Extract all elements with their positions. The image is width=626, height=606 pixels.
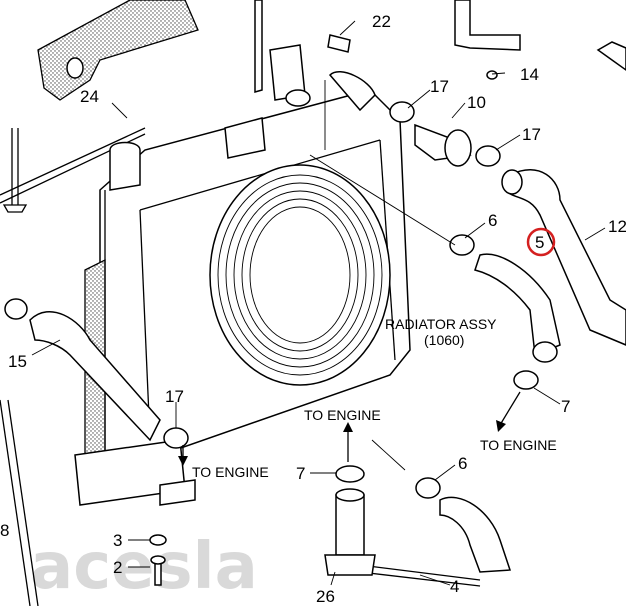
part-label-17: 17 [430, 77, 449, 96]
part-label-5: 5 [535, 233, 544, 252]
highlight-circle [526, 227, 556, 257]
radiator-assy-code: (1060) [424, 332, 464, 348]
hose-4 [359, 477, 512, 587]
part-label-10: 10 [467, 93, 486, 112]
part-label-7: 7 [296, 464, 305, 483]
part-label-26: 26 [316, 587, 335, 606]
part-label-6: 6 [458, 454, 467, 473]
pillar-8 [0, 399, 39, 606]
part-label-17: 17 [165, 387, 184, 406]
part-label-6: 6 [488, 211, 497, 230]
bolt-22-nut-14 [327, 0, 521, 80]
pipe-26 [324, 465, 376, 576]
to-engine-label: TO ENGINE [304, 407, 381, 423]
part-label-22: 22 [372, 12, 391, 31]
bolt-2-3 [149, 534, 167, 586]
part-label-2: 2 [113, 558, 122, 577]
part-label-24: 24 [80, 87, 99, 106]
hose-10 [414, 123, 472, 167]
to-engine-label: TO ENGINE [192, 464, 269, 480]
part-label-8: 8 [0, 521, 9, 540]
part-label-12: 12 [608, 217, 626, 236]
clamp-7-right [513, 370, 539, 390]
leader-lines [31, 20, 606, 586]
radiator-assy-label: RADIATOR ASSY [385, 316, 497, 332]
part-label-17: 17 [522, 125, 541, 144]
hose-5 [449, 234, 561, 363]
to-engine-label: TO ENGINE [480, 437, 557, 453]
part-label-3: 3 [113, 531, 122, 550]
part-label-7: 7 [561, 397, 570, 416]
radiator-body [74, 0, 411, 506]
clamp-17-top [389, 101, 501, 167]
part-label-4: 4 [450, 577, 459, 596]
frame-bracket [37, 0, 199, 101]
hose-12 [501, 41, 626, 346]
part-label-15: 15 [8, 352, 27, 371]
hose-15 [4, 298, 189, 449]
part-label-14: 14 [520, 65, 539, 84]
